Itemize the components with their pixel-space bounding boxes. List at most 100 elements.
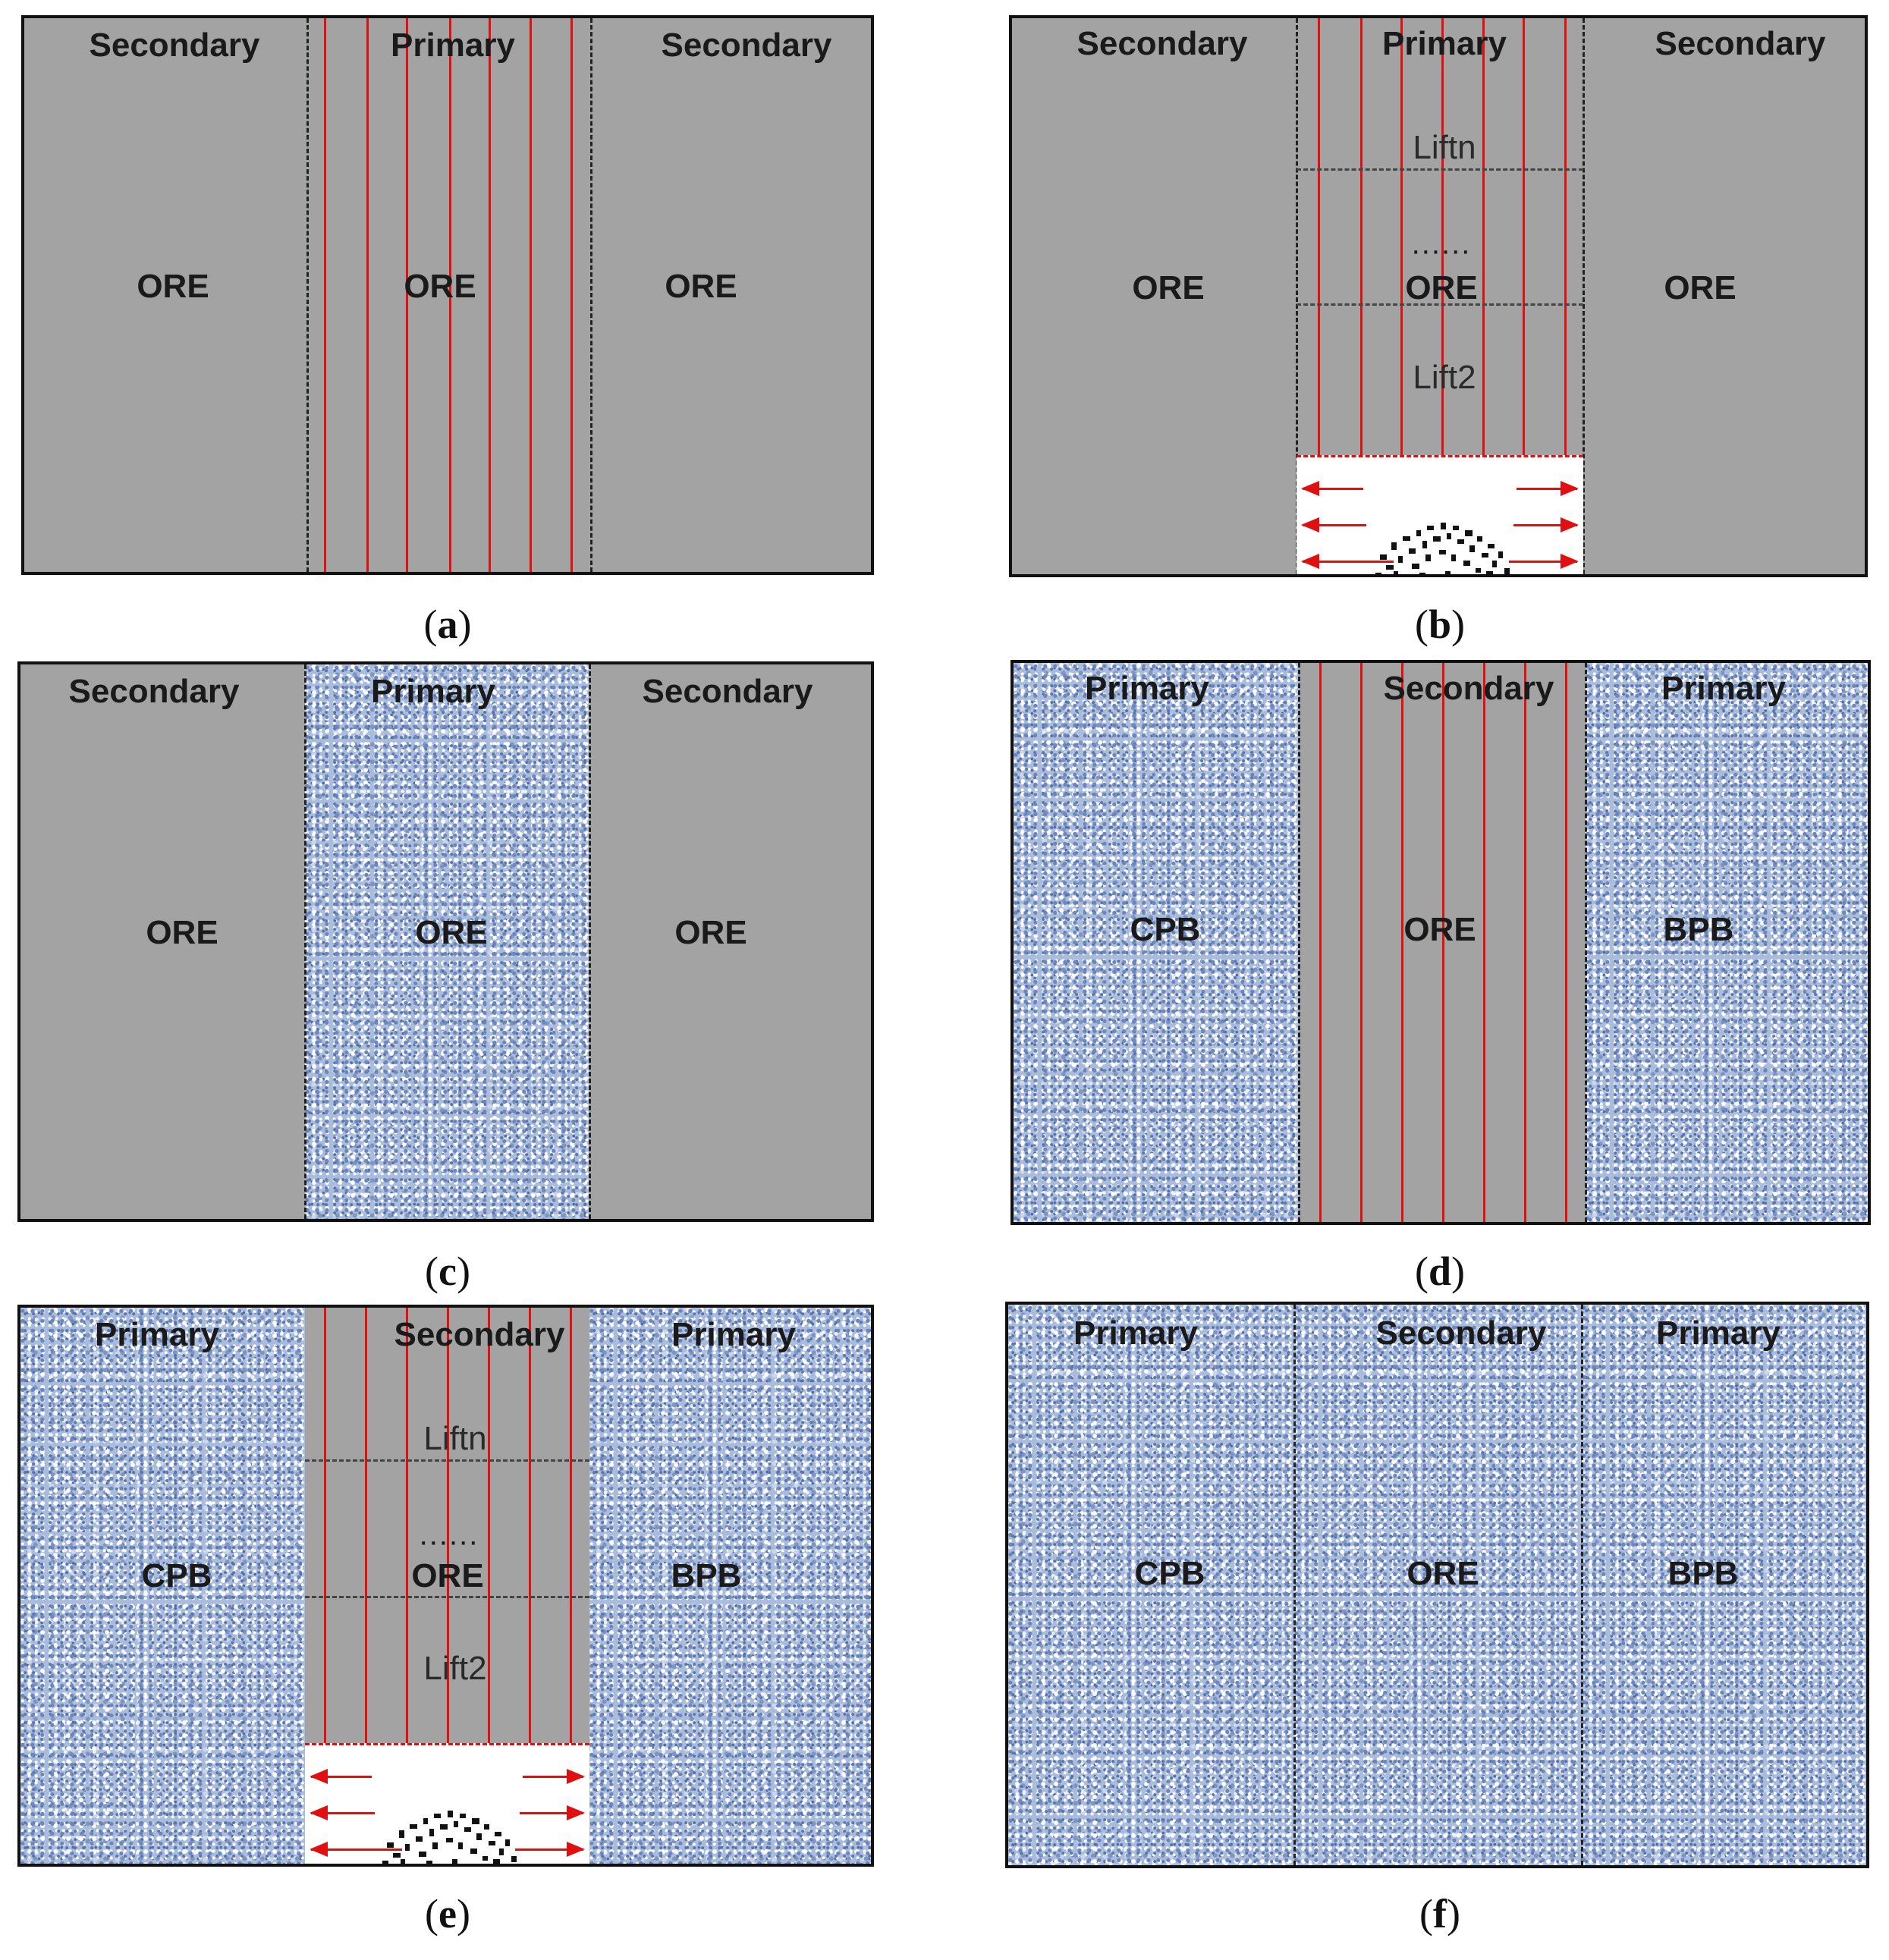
blasthole-line <box>1483 663 1485 1222</box>
zone-label: ORE <box>137 268 209 305</box>
blasthole-line <box>529 1308 531 1744</box>
caption-b: (b) <box>1414 602 1466 647</box>
zone-label: ORE <box>1405 269 1478 306</box>
stope-heading: Secondary <box>661 27 832 64</box>
lift-label: Lift2 <box>423 1650 487 1687</box>
blasthole-line <box>449 18 451 572</box>
mined-void <box>1297 455 1583 574</box>
stope-boundary <box>306 18 309 572</box>
ellipsis-label: ...... <box>1411 227 1472 261</box>
zone-label: BPB <box>1667 1555 1739 1592</box>
zone-label: CPB <box>1134 1555 1205 1592</box>
stope-heading: Primary <box>1073 1315 1198 1352</box>
stope-heading: Secondary <box>1655 25 1826 62</box>
zone-label: ORE <box>1132 269 1205 306</box>
left-stope-backfilled <box>1014 663 1299 1222</box>
stope-heading: Secondary <box>89 27 260 64</box>
stope-heading: Secondary <box>394 1316 565 1353</box>
broken-ore-muckpile <box>1375 523 1510 574</box>
caption-e: (e) <box>425 1891 470 1936</box>
stope-boundary <box>590 18 592 572</box>
left-arrow <box>310 1769 372 1784</box>
blasthole-line <box>530 18 532 572</box>
right-stope-backfilled <box>589 1308 871 1864</box>
right-stope <box>591 18 871 572</box>
stope-heading: Secondary <box>1375 1315 1547 1352</box>
stope-boundary <box>1581 1305 1583 1865</box>
stope-boundary <box>1293 1305 1296 1865</box>
blasthole-line <box>365 1308 367 1744</box>
blasthole-line <box>1523 18 1525 456</box>
lift-boundary <box>1297 168 1583 171</box>
blasthole-line <box>1564 18 1567 456</box>
blasthole-line <box>1360 663 1363 1222</box>
left-stope <box>24 18 307 572</box>
caption-f: (f) <box>1419 1891 1460 1936</box>
lift-boundary <box>1297 303 1583 306</box>
right-arrow <box>1517 481 1579 496</box>
zone-label: CPB <box>141 1557 212 1594</box>
blasthole-line <box>1319 663 1322 1222</box>
blasthole-line <box>570 18 573 572</box>
blasthole-line <box>406 1308 408 1744</box>
panel-c: Secondary Primary Secondary ORE ORE ORE <box>17 661 874 1222</box>
zone-label: ORE <box>1407 1555 1479 1592</box>
right-arrow <box>523 1769 585 1784</box>
lift-label: Lift2 <box>1413 359 1476 396</box>
stope-boundary <box>589 664 591 1219</box>
left-arrow <box>1301 517 1366 532</box>
blasthole-line <box>1401 663 1403 1222</box>
stope-heading: Secondary <box>68 673 240 710</box>
left-arrow <box>1301 481 1363 496</box>
caption-a: (a) <box>423 602 472 647</box>
zone-label: ORE <box>674 914 747 951</box>
right-arrow <box>515 1842 585 1857</box>
left-arrow <box>1301 554 1394 569</box>
blasthole-line <box>1442 663 1444 1222</box>
mined-void <box>305 1743 589 1864</box>
zone-label: ORE <box>1403 911 1476 948</box>
lift-boundary <box>305 1596 589 1598</box>
stope-heading: Secondary <box>642 673 813 710</box>
blasthole-line <box>570 1308 572 1744</box>
blasthole-line <box>1400 18 1403 456</box>
zone-label: ORE <box>1664 269 1737 306</box>
right-arrow <box>1509 554 1579 569</box>
blasthole-line <box>324 1308 326 1744</box>
stope-boundary <box>1296 18 1298 574</box>
blasthole-line <box>1565 663 1567 1222</box>
stope-heading: Primary <box>671 1316 796 1353</box>
stope-heading: Secondary <box>1383 670 1554 707</box>
panel-d: Primary Secondary Primary CPB ORE BPB <box>1011 660 1871 1225</box>
left-arrow <box>310 1842 402 1857</box>
zone-label: CPB <box>1130 911 1201 948</box>
panel-e: Primary Secondary Primary Liftn ...... C… <box>17 1305 874 1867</box>
right-arrow <box>520 1805 585 1820</box>
blasthole-line <box>1441 18 1444 456</box>
zone-label: ORE <box>665 268 737 305</box>
stope-heading: Primary <box>391 27 515 64</box>
panel-a: Secondary Primary Secondary ORE ORE ORE <box>21 15 874 575</box>
ellipsis-label: ...... <box>419 1518 479 1552</box>
stope-heading: Primary <box>95 1316 219 1353</box>
stope-heading: Primary <box>371 673 495 710</box>
left-stope-backfilled <box>20 1308 305 1864</box>
left-stope-backfilled <box>1008 1305 1294 1865</box>
blasthole-line <box>406 18 408 572</box>
zone-label: BPB <box>1663 911 1734 948</box>
caption-c: (c) <box>425 1249 470 1294</box>
blasthole-line <box>489 18 491 572</box>
blasthole-line <box>366 18 369 572</box>
right-stope <box>1583 18 1865 574</box>
zone-label: ORE <box>415 914 488 951</box>
stope-heading: Primary <box>1656 1315 1781 1352</box>
zone-label: BPB <box>671 1557 742 1594</box>
right-stope-backfilled <box>1582 1305 1866 1865</box>
lift-label: Liftn <box>1413 129 1476 166</box>
lift-label: Liftn <box>423 1420 487 1457</box>
lift-boundary <box>305 1459 589 1462</box>
center-stope-backfilled <box>305 664 589 1219</box>
stope-heading: Primary <box>1661 670 1786 707</box>
right-stope <box>589 664 871 1219</box>
blasthole-line <box>1318 18 1320 456</box>
